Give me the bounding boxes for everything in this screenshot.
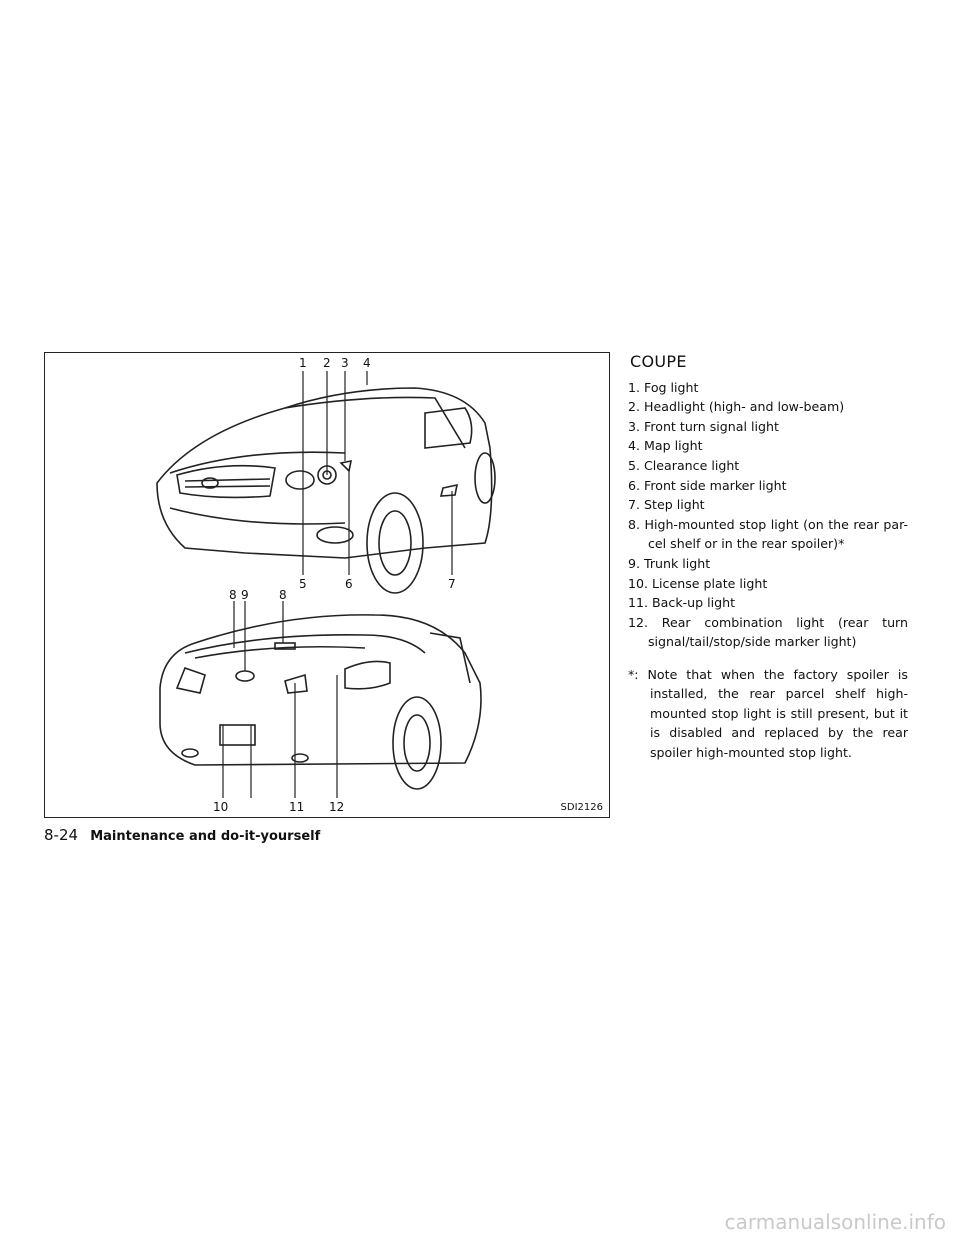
list-item: 10. License plate light (628, 575, 768, 591)
callout-4: 4 (363, 356, 371, 370)
coupe-illustration: 1 2 3 4 5 6 7 8 9 8 10 11 12 (156, 356, 496, 814)
list-item: 2. Headlight (high- and low-beam) (628, 399, 845, 415)
callout-11: 11 (289, 800, 304, 814)
callout-10: 10 (213, 800, 228, 814)
list-item: 3. Front turn signal light (628, 418, 779, 434)
list-item: 9. Trunk light (628, 555, 711, 571)
callout-labels: 1 2 3 4 5 6 7 8 9 8 10 11 12 (213, 356, 456, 814)
callout-8a: 8 (229, 588, 237, 602)
page-footer: 8-24 Maintenance and do-it-yourself (44, 826, 320, 844)
callout-9: 9 (241, 588, 249, 602)
callout-5: 5 (299, 577, 307, 591)
callout-7: 7 (448, 577, 456, 591)
footnote: *: Note that when the factory spoiler is… (628, 666, 908, 760)
callout-1: 1 (299, 356, 307, 370)
list-item: 4. Map light (628, 438, 703, 454)
leader-lines (222, 371, 453, 798)
front-car-drawing (156, 387, 496, 594)
chapter-title: Maintenance and do-it-yourself (90, 829, 321, 844)
figure-id: SDI2126 (560, 802, 603, 813)
list-item: 1. Fog light (628, 379, 699, 395)
list-item: 11. Back-up light (628, 595, 736, 611)
list-item: 12. Rear combination light (rear turn si… (628, 614, 908, 650)
callout-2: 2 (323, 356, 331, 370)
callout-8b: 8 (279, 588, 287, 602)
rear-car-drawing (159, 614, 482, 790)
list-item: 6. Front side marker light (628, 477, 787, 493)
vehicle-lights-figure: 1 2 3 4 5 6 7 8 9 8 10 11 12 SDI2126 (44, 352, 610, 818)
list-item: 5. Clearance light (628, 457, 740, 473)
watermark: carmanualsonline.info (724, 1210, 946, 1234)
list-item: 8. High-mounted stop light (on the rear … (628, 516, 908, 552)
callout-12: 12 (329, 800, 344, 814)
callout-3: 3 (341, 356, 349, 370)
section-title: COUPE (630, 352, 687, 371)
coupe-lights-list: COUPE 1. Fog light 2. Headlight (high- a… (628, 352, 908, 775)
page-number: 8-24 (44, 826, 79, 844)
list-item: 7. Step light (628, 497, 705, 513)
callout-6: 6 (345, 577, 353, 591)
